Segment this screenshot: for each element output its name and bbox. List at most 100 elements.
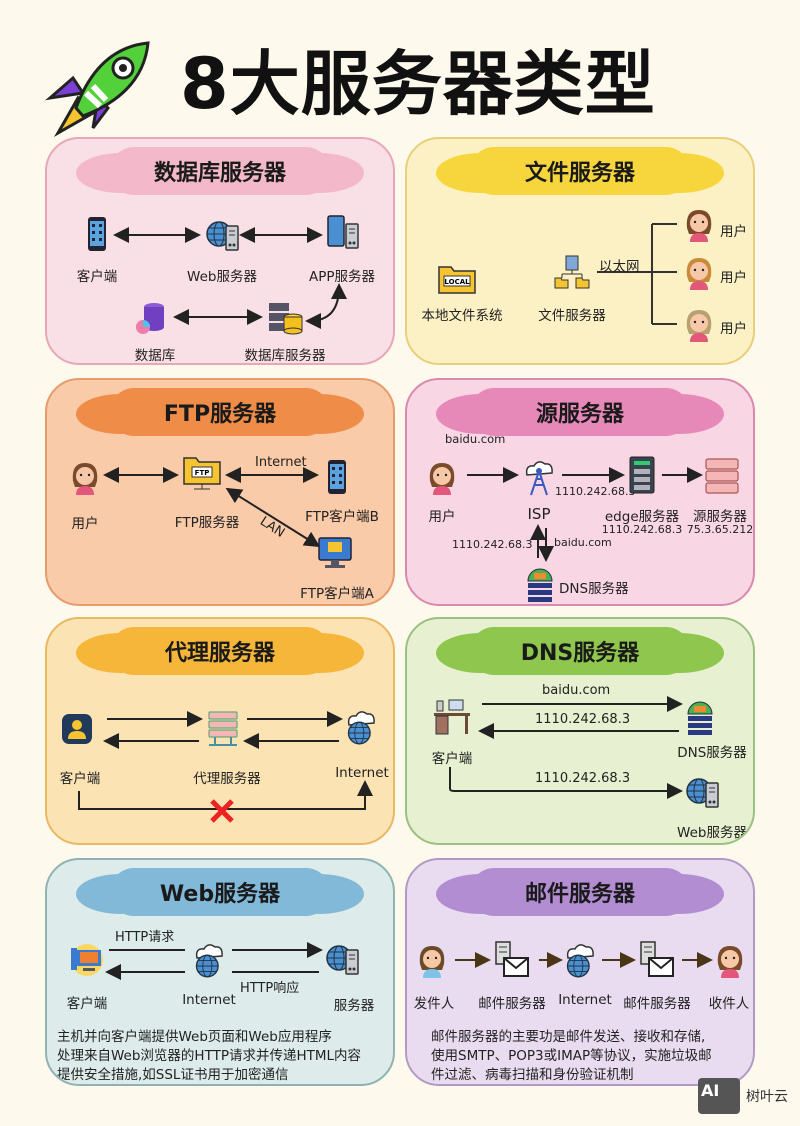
phone-icon	[317, 457, 357, 497]
node-label: 客户端	[76, 269, 118, 285]
desk-computer-icon	[432, 697, 472, 737]
domain-label: baidu.com	[445, 432, 506, 446]
panel-web-server: Web服务器 HTTP请求 HTTP响应 客户端 Internet 服务器 主机…	[45, 858, 395, 1086]
panel-file-server: 文件服务器 LOCAL 本地文件系统 文件服务器 以太网 用户 用户 用户	[405, 137, 755, 365]
monitor-icon	[315, 532, 355, 572]
panel-title: 代理服务器	[76, 627, 364, 675]
user-icon	[65, 457, 105, 497]
node-label: 发件人	[413, 996, 455, 1012]
proxy-server-icon	[203, 709, 243, 749]
description-line: 邮件服务器的主要功是邮件发送、接收和存储,	[431, 1029, 706, 1045]
page-title: 8大服务器类型	[180, 43, 656, 125]
request-label: HTTP请求	[115, 930, 175, 945]
web-server-icon	[322, 938, 362, 978]
node-label: 文件服务器	[538, 308, 606, 324]
node-label: 服务器	[333, 998, 375, 1014]
node-label: 用户	[720, 224, 747, 240]
app-server-icon	[322, 212, 362, 252]
brand-logo: AI 树叶云	[698, 1078, 788, 1114]
node-label: 客户端	[59, 771, 101, 787]
node-label: 数据库服务器	[244, 348, 326, 364]
panel-title: Web服务器	[76, 868, 364, 916]
dns-server-icon	[680, 696, 720, 736]
internet-icon	[560, 940, 600, 980]
description-line: 主机并向客户端提供Web页面和Web应用程序	[57, 1029, 332, 1045]
ftp-folder-icon: FTP	[182, 452, 222, 492]
panel-title: 源服务器	[436, 388, 724, 436]
phone-icon	[77, 214, 117, 254]
panel-dns-server: DNS服务器 baidu.com 1110.242.68.3 1110.242.…	[405, 617, 755, 845]
node-label: 客户端	[66, 996, 108, 1012]
panel-database-server: 数据库服务器 客户端 Web服务器 APP服务器 数据库 数据库服务器	[45, 137, 395, 365]
query-label: baidu.com	[542, 683, 611, 698]
panel-mail-server: 邮件服务器 发件人 邮件服务器 Internet 邮件服务器 收件人 邮件服务器…	[405, 858, 755, 1086]
node-label: 邮件服务器	[623, 996, 691, 1012]
node-label: FTP服务器	[174, 515, 240, 531]
node-label: 收件人	[708, 996, 750, 1012]
reply-label: 1110.242.68.3	[535, 712, 631, 727]
blocked-x-icon	[210, 799, 234, 823]
panel-title: 数据库服务器	[76, 147, 364, 195]
local-folder-icon: LOCAL	[437, 257, 477, 297]
description-line: 使用SMTP、POP3或IMAP等协议，实施垃圾邮	[431, 1048, 712, 1064]
node-label: 本地文件系统	[421, 308, 503, 324]
user-icon	[422, 457, 462, 497]
node-label: 源服务器	[693, 509, 747, 525]
panel-title: FTP服务器	[76, 388, 364, 436]
svg-text:LOCAL: LOCAL	[444, 278, 470, 286]
panel-proxy-server: 代理服务器 客户端 代理服务器 Internet	[45, 617, 395, 845]
lan-label: LAN	[257, 514, 288, 541]
panel-origin-server: 源服务器 baidu.com 用户 ISP 1110.242.68.3 edge…	[405, 378, 755, 606]
node-label: 用户	[720, 270, 747, 286]
node-label: FTP客户端B	[305, 509, 379, 525]
web-server-icon	[682, 771, 722, 811]
ip-label: 1110.242.68.3	[601, 523, 683, 536]
panel-title: DNS服务器	[436, 627, 724, 675]
panel-ftp-server: FTP服务器 用户 FTP FTP服务器 FTP客户端B FTP客户端A Int…	[45, 378, 395, 606]
node-label: ISP	[527, 505, 551, 523]
internet-icon	[341, 707, 381, 747]
logo-mark: AI	[698, 1078, 740, 1114]
node-label: Internet	[182, 992, 236, 1008]
domain-label: baidu.com	[554, 536, 612, 549]
edge-server-icon	[622, 455, 662, 495]
node-label: 邮件服务器	[478, 996, 546, 1012]
description: 邮件服务器的主要功是邮件发送、接收和存储, 使用SMTP、POP3或IMAP等协…	[431, 1028, 712, 1084]
web-server-icon	[202, 214, 242, 254]
logo-name: 树叶云	[746, 1089, 788, 1105]
mail-server-icon	[637, 940, 677, 980]
svg-text:FTP: FTP	[195, 469, 210, 477]
user-icon	[679, 304, 719, 344]
node-label: Web服务器	[187, 269, 257, 285]
panel-title: 文件服务器	[436, 147, 724, 195]
node-label: DNS服务器	[559, 581, 629, 597]
response-label: HTTP响应	[240, 981, 300, 996]
database-icon	[132, 297, 172, 337]
origin-server-icon	[702, 455, 742, 495]
node-label: 用户	[428, 509, 456, 525]
node-label: FTP客户端A	[300, 586, 374, 602]
ip-label: 1110.242.68.3	[452, 538, 533, 551]
ethernet-label: 以太网	[599, 259, 640, 275]
node-label: Web服务器	[677, 825, 747, 841]
dns-server-icon	[520, 563, 560, 603]
description: 主机并向客户端提供Web页面和Web应用程序 处理来自Web浏览器的HTTP请求…	[57, 1028, 361, 1084]
internet-icon	[189, 940, 229, 980]
ip-label: 1110.242.68.3	[555, 485, 636, 498]
file-server-icon	[552, 252, 592, 292]
client-computer-icon	[67, 940, 107, 980]
user-icon	[679, 204, 719, 244]
internet-label: Internet	[255, 455, 307, 470]
rocket-icon	[45, 41, 150, 138]
user-icon	[679, 252, 719, 292]
node-label: 数据库	[134, 348, 176, 364]
node-label: edge服务器	[604, 509, 680, 525]
node-label: DNS服务器	[677, 745, 747, 761]
node-label: APP服务器	[308, 269, 376, 285]
description-line: 提供安全措施,如SSL证书用于加密通信	[57, 1067, 289, 1083]
request-label: 1110.242.68.3	[535, 771, 631, 786]
database-server-icon	[265, 297, 305, 337]
node-label: 客户端	[431, 751, 473, 767]
mail-server-icon	[492, 940, 532, 980]
description-line: 件过滤、病毒扫描和身份验证机制	[431, 1067, 634, 1083]
